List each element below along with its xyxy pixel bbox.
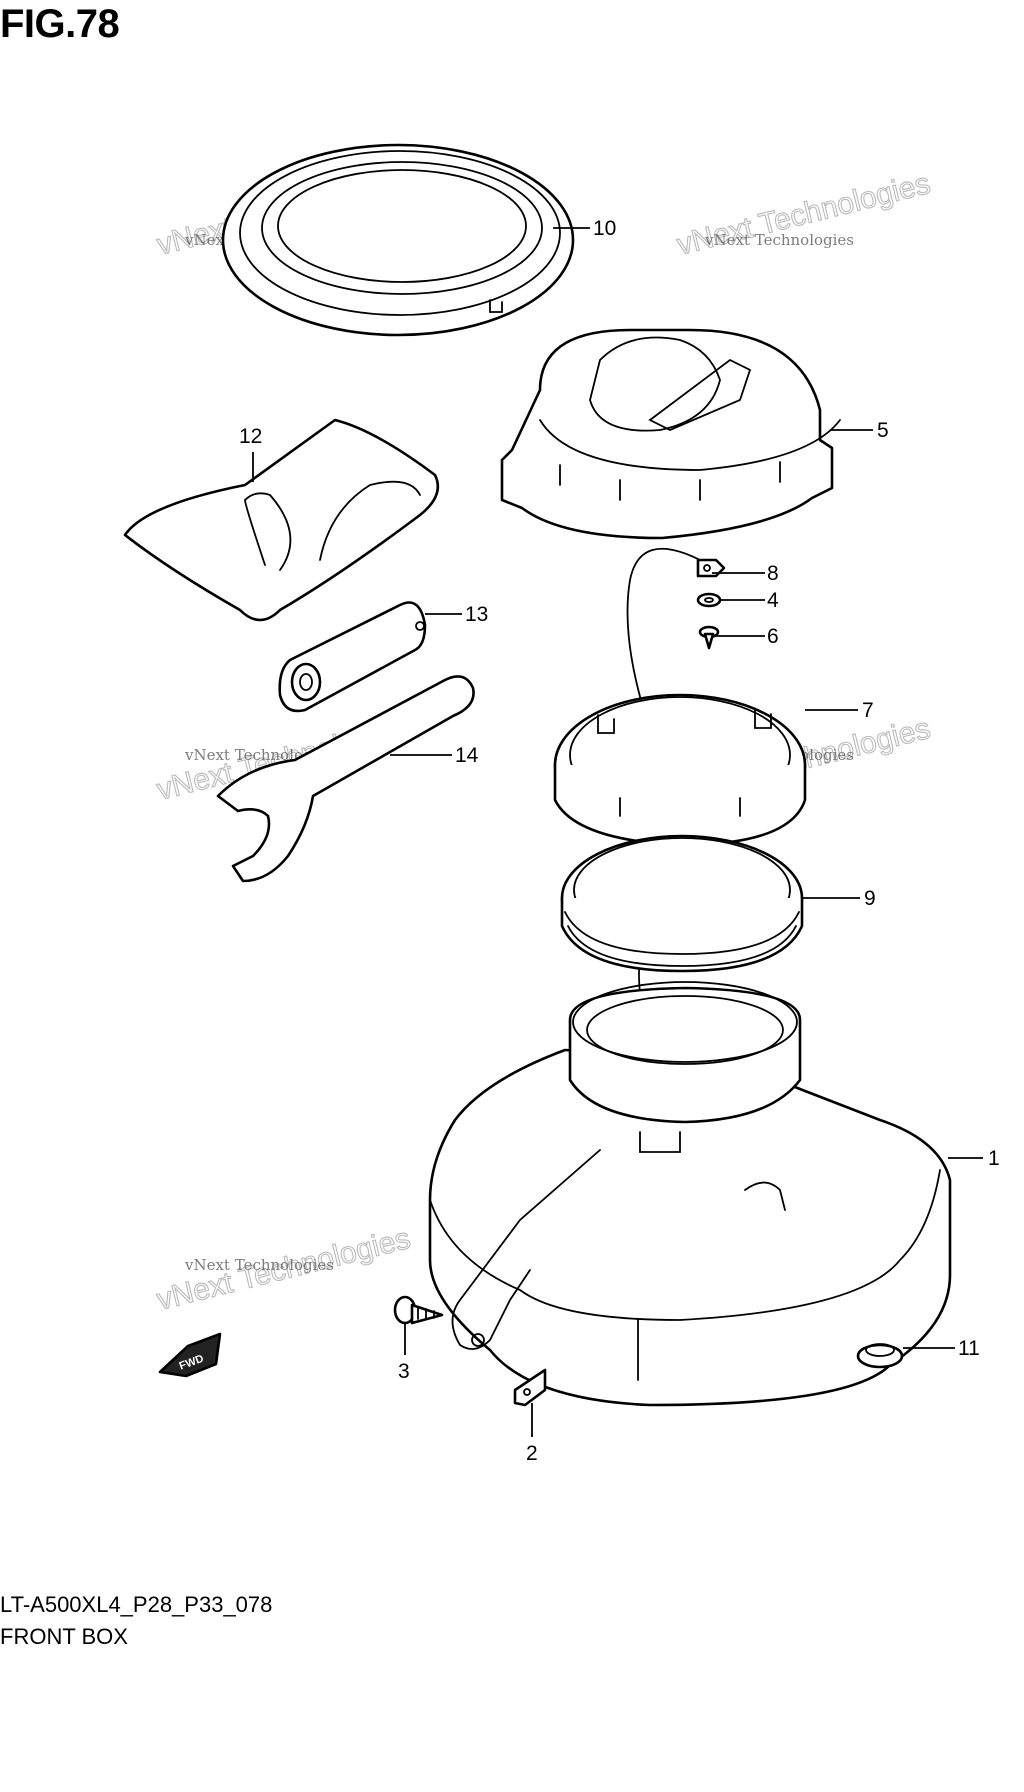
watermark-small: vNext Technologies <box>704 231 854 249</box>
part-5-cap <box>500 328 841 540</box>
part-13-tube <box>278 601 427 713</box>
callout-5: 5 <box>877 419 889 442</box>
callout-10: 10 <box>593 217 616 240</box>
callout-11: 11 <box>958 1337 980 1360</box>
figure-title: FIG.78 <box>0 2 120 46</box>
part-6-screw <box>698 625 720 650</box>
part-9-threaded-ring <box>560 834 804 973</box>
part-3-screw <box>393 1295 444 1325</box>
callout-1: 1 <box>988 1147 1000 1170</box>
figure-code: LT-A500XL4_P28_P33_078 <box>0 1592 273 1617</box>
part-4-washer <box>696 592 722 608</box>
leader-lines <box>252 227 983 1437</box>
part-8-terminal <box>696 558 726 578</box>
part-2-clip <box>513 1368 547 1407</box>
callout-6: 6 <box>767 625 779 648</box>
callout-8: 8 <box>767 562 779 585</box>
callout-12: 12 <box>239 425 262 448</box>
part-14-spanner <box>216 675 475 883</box>
part-1-box-body <box>428 981 952 1407</box>
callout-3: 3 <box>398 1360 410 1383</box>
callout-9: 9 <box>864 887 876 910</box>
callout-14: 14 <box>455 744 479 767</box>
part-7-retaining-ring <box>553 693 807 847</box>
part-11-grommet <box>856 1343 904 1369</box>
figure-name: FRONT BOX <box>0 1624 128 1649</box>
callout-7: 7 <box>862 699 874 722</box>
part-12-tool-bag <box>123 418 440 622</box>
callout-2: 2 <box>526 1442 538 1465</box>
callout-13: 13 <box>465 603 488 626</box>
callout-4: 4 <box>767 589 779 612</box>
callout-labels: 10 5 12 8 4 6 13 7 14 9 1 11 3 2 <box>239 217 1000 1465</box>
watermark-small: vNext Technologies <box>184 1256 334 1274</box>
part-10-seal-ring <box>221 143 575 337</box>
fwd-direction-marker: FWD <box>158 1332 222 1378</box>
